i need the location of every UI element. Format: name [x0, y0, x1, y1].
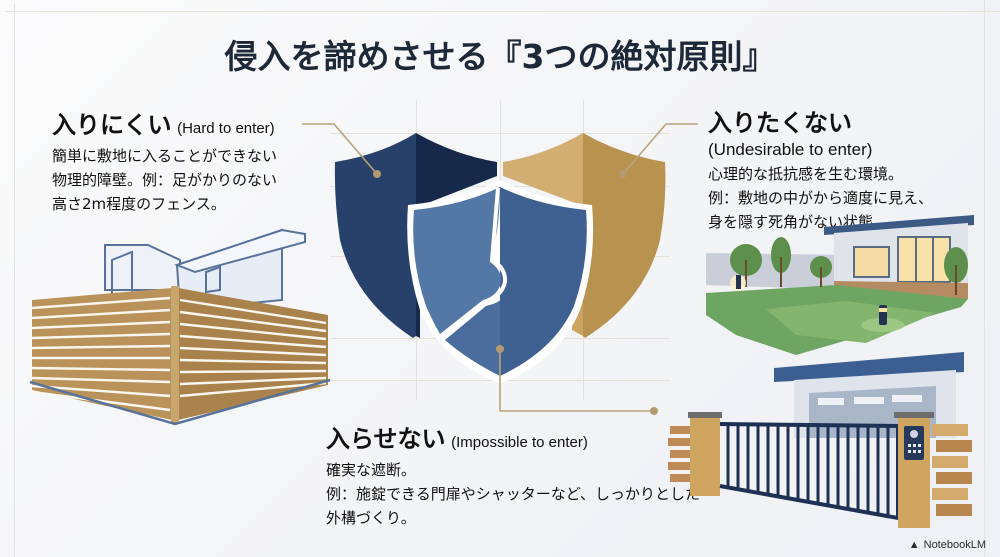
principle-undesirable-to-enter: 入りたくない (Undesirable to enter) 心理的な抵抗感を生む… — [708, 109, 933, 234]
heading-en: (Undesirable to enter) — [708, 139, 873, 159]
desc-line: 確実な遮断。 — [326, 460, 417, 479]
intercom-icon — [904, 426, 924, 460]
grid-line — [14, 4, 15, 557]
principle-impossible-to-enter: 入らせない (Impossible to enter) 確実な遮断。 例：施錠で… — [326, 425, 700, 530]
principle-description: 確実な遮断。 例：施錠できる門扉やシャッターなど、しっかりとした 外構づくり。 — [326, 458, 700, 530]
notebooklm-icon: ▲ — [908, 539, 920, 551]
brick-wall-left — [668, 426, 690, 482]
desc-line: 例：施錠できる門扉やシャッターなど、しっかりとした — [326, 484, 700, 503]
desc-line: 心理的な抵抗感を生む環境。 — [708, 164, 904, 183]
connector-lines — [302, 123, 698, 412]
sliding-gate — [719, 422, 900, 521]
gate-garage-illustration — [668, 352, 972, 528]
shield-blue-icon — [407, 180, 594, 384]
desc-line: 外構づくり。 — [326, 508, 416, 527]
brick-wall-right — [932, 424, 972, 516]
principle-description: 簡単に敷地に入ることができない 物理的障壁。例：足がかりのない 高さ2m程度のフ… — [52, 144, 277, 216]
connector-dots — [373, 170, 658, 415]
heading-jp: 入りたくない — [708, 109, 852, 137]
desc-line: 例：敷地の中がから適度に見え、 — [708, 188, 934, 207]
brand-label: NotebookLM — [923, 539, 986, 551]
principle-hard-to-enter: 入りにくい (Hard to enter) 簡単に敷地に入ることができない 物理… — [52, 111, 277, 216]
principle-heading: 入らせない (Impossible to enter) — [326, 425, 700, 454]
grid-line — [6, 11, 1000, 12]
grid-line — [330, 133, 670, 134]
garden-light-icon — [730, 275, 905, 332]
page-title: 侵入を諦めさせる『3つの絶対原則』 — [224, 37, 776, 76]
desc-line: 物理的障壁。例：足がかりのない — [52, 170, 278, 189]
heading-en: (Hard to enter) — [177, 120, 275, 137]
principle-heading: 入りにくい (Hard to enter) — [52, 111, 277, 140]
fence-left-panel — [31, 288, 172, 420]
lit-garden-house-illustration — [706, 215, 974, 355]
brand-watermark: ▲ NotebookLM — [909, 539, 986, 551]
desc-line: 簡単に敷地に入ることができない — [52, 146, 278, 165]
fence-right-panel — [178, 288, 328, 420]
grid-line — [984, 0, 985, 557]
heading-jp: 入りにくい — [52, 111, 172, 139]
shield-navy-icon — [334, 133, 497, 338]
fence-house-illustration — [29, 228, 331, 426]
principle-description: 心理的な抵抗感を生む環境。 例：敷地の中がから適度に見え、 身を隠す死角がない状… — [708, 162, 933, 234]
heading-en: (Impossible to enter) — [451, 434, 588, 451]
desc-line: 高さ2m程度のフェンス。 — [52, 194, 226, 213]
principle-heading: 入りたくない — [708, 109, 933, 138]
heading-jp: 入らせない — [326, 425, 446, 453]
